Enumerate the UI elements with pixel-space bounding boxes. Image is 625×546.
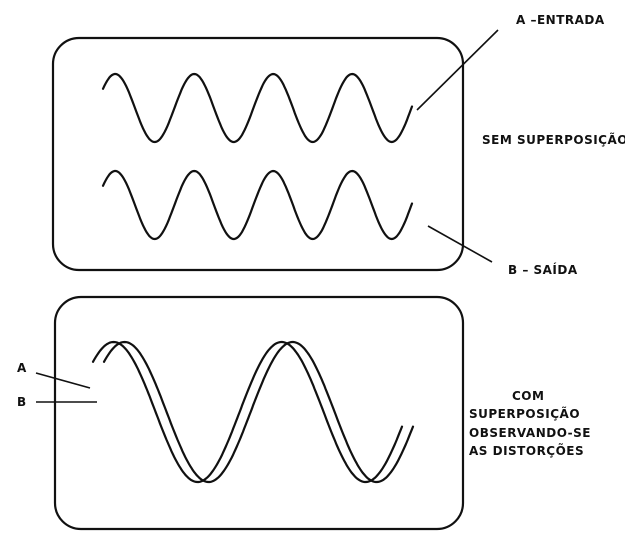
caption-com-superposicao-line-3: OBSERVANDO-SE	[469, 426, 591, 440]
leader-line-b-top	[427, 225, 493, 263]
label-b-bottom: B	[17, 395, 27, 409]
top-panel-frame	[51, 36, 465, 272]
caption-com-superposicao-line-4: AS DISTORÇÕES	[469, 443, 584, 458]
bottom-panel-frame	[53, 295, 465, 531]
label-b-saida: B – SAÍDA	[508, 262, 578, 277]
leader-line-a-top	[416, 29, 499, 111]
label-a-bottom: A	[17, 361, 27, 375]
caption-com-superposicao-line-2: SUPERPOSIÇÃO	[469, 406, 580, 421]
superposed-wave-a	[91, 340, 404, 484]
leader-line-a-bottom	[35, 372, 91, 389]
caption-com-superposicao-line-1: COM	[512, 389, 544, 403]
input-wave-a	[101, 72, 414, 144]
caption-sem-superposicao: SEM SUPERPOSIÇÃO	[482, 132, 625, 147]
label-a-entrada: A –ENTRADA	[516, 13, 605, 27]
output-wave-b	[101, 169, 414, 241]
superposed-wave-b	[102, 340, 415, 484]
